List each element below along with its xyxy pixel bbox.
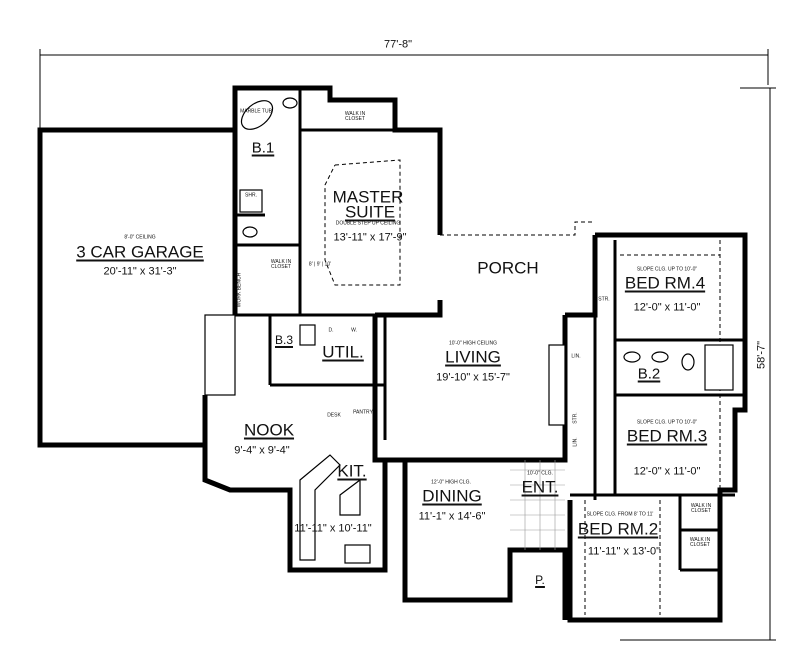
- sink-icon: [282, 97, 298, 109]
- porch-label: PORCH: [477, 258, 539, 278]
- ceiling-outlines: [324, 159, 721, 620]
- fixtures: [204, 97, 734, 564]
- bathtub-icon: [704, 344, 734, 391]
- overall-depth: 58'-7": [755, 340, 768, 370]
- master-closet-label: WALK IN CLOSET: [344, 111, 366, 122]
- bath-2-label: B.2: [637, 365, 661, 383]
- linen-label-2: LIN.: [572, 437, 579, 447]
- hall-storage-label: STR.: [572, 412, 579, 424]
- util-label: UTIL.: [322, 342, 364, 362]
- bed2-label: BED RM.2: [577, 519, 659, 539]
- kitchen-size: 11'-11" x 10'-11": [294, 522, 372, 535]
- master-size: 13'-11" x 17'-9": [333, 231, 407, 244]
- nook-label: NOOK: [243, 420, 295, 440]
- fireplace-icon: [548, 344, 566, 426]
- garage-label: 3 CAR GARAGE: [76, 242, 204, 262]
- entry-label: ENT.: [521, 477, 559, 497]
- tub-icon: [240, 100, 274, 130]
- bed4-ceiling: SLOPE CLG. UP TO 10'-0": [636, 266, 698, 273]
- linen-label: LIN.: [571, 353, 581, 360]
- dining-ceiling: 12'-0" HIGH CLG.: [431, 479, 471, 486]
- bed4-label: BED RM.4: [624, 273, 706, 293]
- master-ceiling-steps: 8' | 9' | 10': [308, 261, 332, 268]
- living-size: 19'-10" x 15'-7": [436, 371, 510, 384]
- desk-label: DESK: [327, 412, 341, 419]
- kitchen-label: KIT.: [337, 461, 367, 481]
- dryer-label: D.: [328, 327, 334, 334]
- bed2-closet-1: WALK IN CLOSET: [690, 503, 712, 514]
- walk-in-closet-label: WALK IN CLOSET: [270, 259, 292, 270]
- work-bench-label: WORK BENCH: [236, 272, 243, 308]
- powder-room-label: P.: [535, 573, 545, 587]
- bed4-size: 12'-0" x 11'-0": [633, 301, 701, 314]
- dining-size: 11'-1" x 14'-6": [418, 510, 486, 523]
- sink-icon: [651, 351, 669, 363]
- bed2-closet-2: WALK IN CLOSET: [689, 537, 711, 548]
- dining-label: DINING: [422, 486, 482, 506]
- entry-ceiling: 10'-0" CLG.: [527, 470, 553, 477]
- pantry-label: PANTRY: [353, 409, 373, 416]
- living-label: LIVING: [445, 347, 501, 367]
- sink-icon: [623, 351, 641, 363]
- bed2-size: 11'-11" x 13'-0": [587, 545, 661, 558]
- living-ceiling: 10'-0" HIGH CEILING: [448, 340, 498, 347]
- toilet-icon: [681, 353, 695, 371]
- stairs-icon: [204, 314, 236, 396]
- interior-walls: [235, 88, 745, 572]
- toilet-icon: [242, 226, 258, 238]
- bed3-ceiling: SLOPE CLG. UP TO 10'-0": [636, 419, 698, 426]
- bath-3-label: B.3: [274, 333, 294, 347]
- bed3-size: 12'-0" x 11'-0": [633, 465, 701, 478]
- marble-tub-label: MARBLE TUB: [240, 108, 272, 115]
- nook-size: 9'-4" x 9'-4": [234, 444, 290, 457]
- bath-1-label: B.1: [251, 139, 275, 157]
- garage-ceiling: 8'-0" CEILING: [124, 234, 156, 241]
- shower-icon: [239, 189, 263, 213]
- master-label-2: SUITE: [344, 202, 396, 222]
- kitchen-island: [339, 478, 361, 516]
- shower-label: SHR.: [245, 192, 257, 199]
- garage-size: 20'-11" x 31'-3": [103, 265, 177, 278]
- toilet-icon: [299, 324, 316, 346]
- washer-label: W.: [351, 327, 357, 334]
- master-ceiling: DOUBLE STEP UP CEILING: [335, 220, 401, 227]
- overall-width: 77'-8": [383, 38, 413, 51]
- entry-tile-grid: [510, 460, 565, 550]
- master-label-1: MASTER: [332, 187, 404, 207]
- bed3-label: BED RM.3: [626, 426, 708, 446]
- cooktop-icon: [344, 544, 371, 564]
- kitchen-counter: [299, 454, 341, 561]
- bed2-ceiling: SLOPE CLG. FROM 8' TO 11': [586, 511, 654, 518]
- storage-label: STR.: [598, 296, 610, 303]
